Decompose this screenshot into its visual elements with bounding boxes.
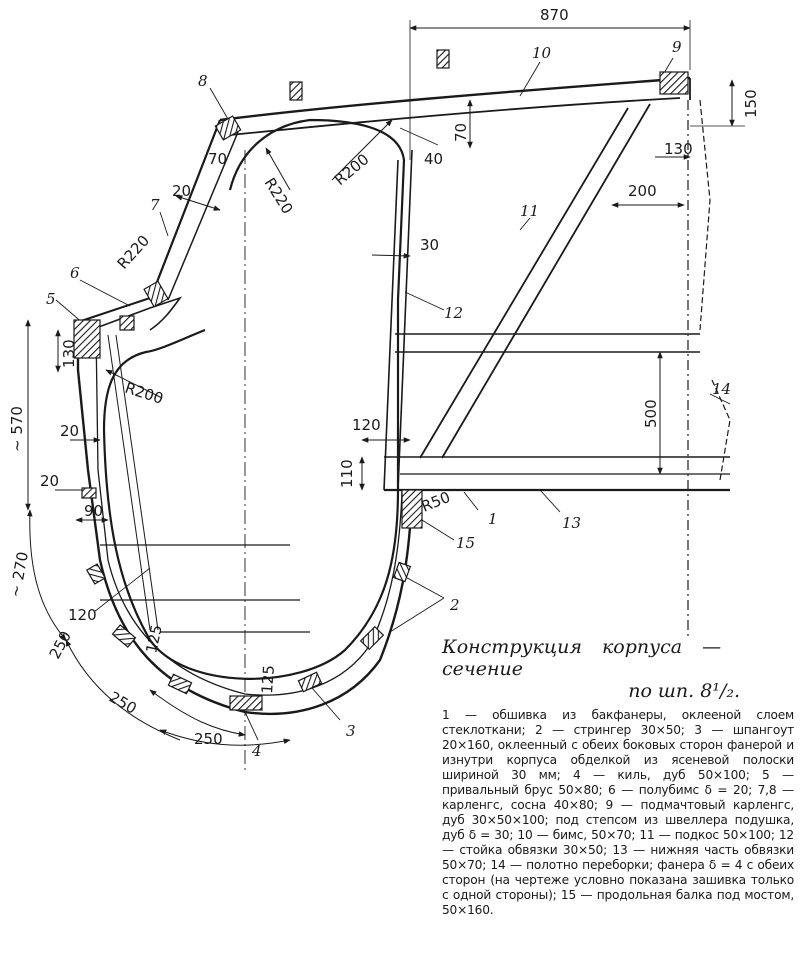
- part-2: 2: [449, 596, 460, 614]
- part-3: 3: [346, 722, 356, 740]
- dim-r200-top: R200: [331, 150, 372, 189]
- part-11: 11: [520, 202, 539, 220]
- dim-40: 40: [424, 150, 443, 168]
- part-10: 10: [532, 44, 552, 62]
- part-15: 15: [456, 534, 475, 552]
- stringer-c: [297, 671, 323, 693]
- dim-130-side: 130: [60, 339, 78, 368]
- dim-500: 500: [642, 399, 660, 428]
- dim-30: 30: [420, 236, 439, 254]
- dim-70-carlin: 70: [208, 150, 227, 168]
- stringer-g: [81, 487, 97, 499]
- part-6: 6: [70, 264, 80, 282]
- part-7: 7: [150, 196, 160, 214]
- part-1: 1: [488, 510, 498, 528]
- carlin-8: [214, 115, 242, 141]
- dim-120-girder: 120: [352, 416, 381, 434]
- carlin-stub: [119, 315, 135, 331]
- strut-11-a: [419, 107, 629, 459]
- dim-20-lower: 20: [40, 472, 59, 490]
- stringer-a: [111, 624, 137, 648]
- part-4: 4: [251, 742, 262, 760]
- dim-130-top: 130: [664, 140, 693, 158]
- part-8: 8: [198, 72, 208, 90]
- dim-125-b: 125: [258, 664, 278, 694]
- part-9: 9: [672, 38, 682, 56]
- clamp-5: [73, 319, 101, 359]
- stanchion-top-b: [436, 49, 450, 69]
- dim-20-cabin: 20: [172, 182, 191, 200]
- cabin-side-outer: [148, 119, 222, 301]
- dim-120-bilge: 120: [68, 606, 97, 624]
- part-5: 5: [46, 290, 56, 308]
- stringer-f: [85, 563, 107, 585]
- dim-250-b: 250: [106, 688, 140, 718]
- stanchion-12-b: [397, 149, 413, 491]
- strut-11-b: [441, 103, 651, 459]
- dim-90: 90: [84, 502, 103, 520]
- dim-r200-side: R200: [123, 379, 166, 408]
- inner-floor: [100, 544, 310, 633]
- part-14: 14: [712, 380, 731, 398]
- keel-4: [229, 695, 263, 711]
- carlin-7: [143, 280, 169, 308]
- dim-250-a: 250: [46, 628, 75, 662]
- dim-250-c: 250: [194, 730, 223, 748]
- caption-title-line2: по шп. 8¹/₂.: [628, 680, 740, 702]
- dim-150: 150: [742, 89, 760, 118]
- stringer-d: [359, 625, 385, 651]
- dim-200: 200: [628, 182, 657, 200]
- stanchion-12-a: [383, 159, 399, 491]
- deck-beam-bottom: [229, 97, 681, 136]
- caption: Конструкция корпуса — сечение по шп. 8¹/…: [442, 636, 794, 918]
- stringer-e: [392, 561, 412, 583]
- half-beam: [95, 296, 183, 331]
- dim-110: 110: [338, 459, 356, 488]
- part-13: 13: [562, 514, 581, 532]
- dim-r220-side: R220: [114, 232, 154, 273]
- caption-title: Конструкция корпуса — сечение по шп. 8¹/…: [442, 636, 794, 702]
- hull-outer-skin: [76, 327, 414, 716]
- side-deck-outer: [77, 297, 151, 323]
- bulkhead-edge: [699, 99, 731, 481]
- dim-70: 70: [452, 123, 470, 142]
- frame-inner-line: [102, 118, 406, 680]
- inner-web-b: [115, 334, 159, 631]
- dim-r50: R50: [419, 488, 453, 516]
- girder-15: [401, 489, 423, 529]
- dim-125-a: 125: [142, 623, 166, 655]
- carlin-9: [659, 71, 689, 95]
- caption-legend: 1 — обшивка из бакфанеры, оклееной слоем…: [442, 708, 794, 917]
- dim-20-upper: 20: [60, 422, 79, 440]
- stringer-b: [167, 673, 193, 695]
- inner-web-a: [107, 334, 151, 631]
- caption-title-line1: Конструкция корпуса — сечение: [442, 636, 722, 680]
- part-12: 12: [444, 304, 463, 322]
- dim-870: 870: [540, 6, 569, 24]
- cabin-side-inner: [167, 131, 239, 301]
- hull-inner-skin: [95, 329, 403, 696]
- dim-r220-top: R220: [261, 175, 297, 218]
- dim-270: ~ 270: [6, 550, 32, 598]
- stanchion-top-a: [289, 81, 303, 101]
- dim-570: ~ 570: [8, 406, 26, 452]
- deck-beam-top: [219, 76, 691, 122]
